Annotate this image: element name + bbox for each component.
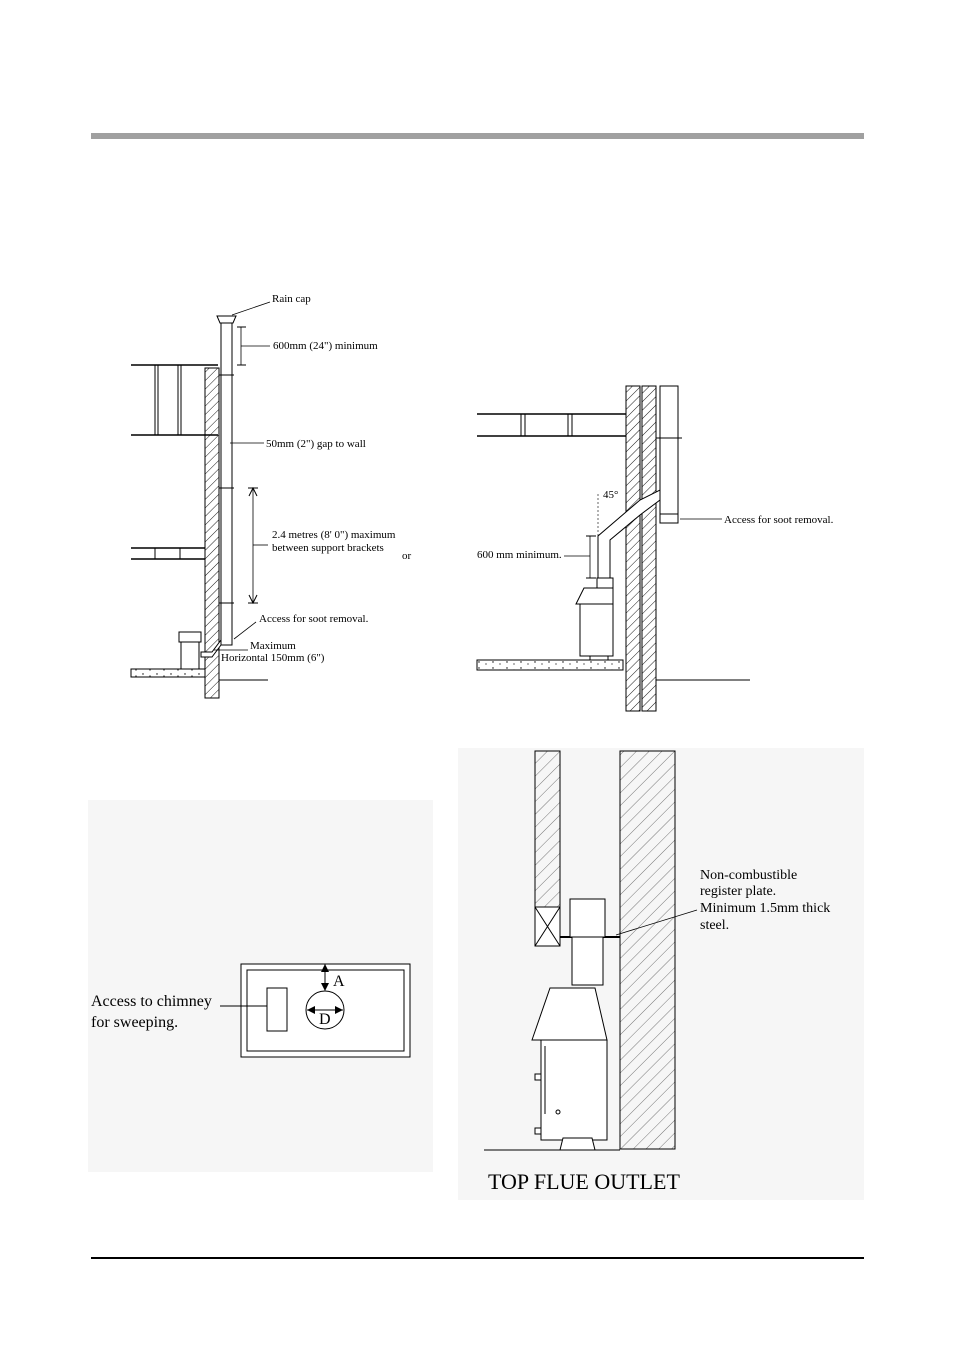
fig1-max-label-1: Maximum — [250, 640, 296, 652]
fig1-gap-label: 50mm (2") gap to wall — [266, 438, 366, 450]
header-rule — [91, 133, 864, 139]
fig1-bracket-label-1: 2.4 metres (8' 0") maximum — [272, 529, 396, 541]
fig4-title: TOP FLUE OUTLET — [488, 1169, 680, 1194]
fig2-soot-label: Access for soot removal. — [724, 514, 834, 526]
fig2-angle-label: 45° — [603, 489, 618, 501]
figure-register-plate-plan: Access to chimney for sweeping. A D — [91, 963, 411, 1058]
fig4-plate-label-4: steel. — [700, 918, 729, 933]
fig1-bracket-label-2: between support brackets — [272, 542, 384, 554]
fig3-dim-d: D — [319, 1011, 331, 1028]
fig3-access-label-2: for sweeping. — [91, 1014, 178, 1031]
fig4-plate-label-3: Minimum 1.5mm thick — [700, 901, 830, 916]
fig3-access-label-1: Access to chimney — [91, 993, 212, 1010]
fig1-or-label: or — [402, 550, 412, 562]
fig2-min-label: 600 mm minimum. — [477, 549, 562, 561]
figure-offset-flue: 45° 600 mm minimum. Access for soot remo… — [476, 385, 834, 712]
figure-top-flue-outlet: Non-combustible register plate. Minimum … — [484, 750, 830, 1194]
fig1-rain-cap-label: Rain cap — [272, 293, 311, 305]
fig1-max-label-2: Horizontal 150mm (6") — [221, 652, 325, 664]
figure-wall-bracket-flue: Rain cap 600mm (24") minimum 50mm (2") g… — [130, 293, 412, 699]
fig3-dim-a: A — [333, 973, 345, 990]
footer-rule — [91, 1257, 864, 1259]
fig4-plate-label-1: Non-combustible — [700, 868, 797, 883]
fig1-min-height-label: 600mm (24") minimum — [273, 340, 378, 352]
fig4-plate-label-2: register plate. — [700, 884, 776, 899]
fig1-soot-label: Access for soot removal. — [259, 613, 369, 625]
